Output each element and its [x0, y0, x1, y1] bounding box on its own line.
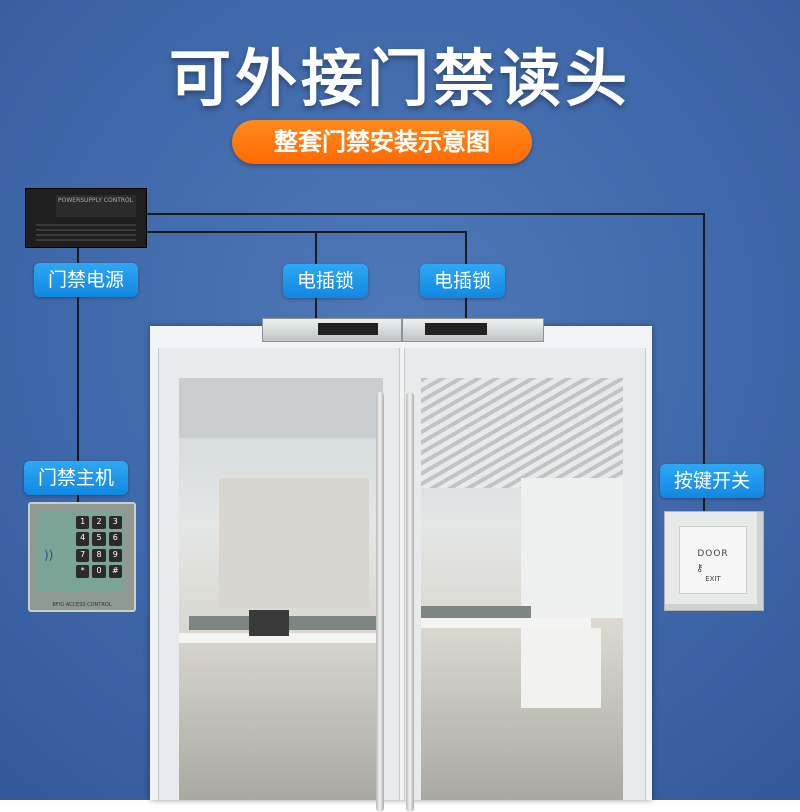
keypad-key: #: [108, 564, 122, 578]
access-control-keypad: )) 1 2 3 4 5 6 7 8 9 * 0 # RFID ACCESS C…: [28, 502, 136, 612]
exit-button: DOOR ⚷ EXIT: [679, 526, 747, 594]
keypad-key: 4: [76, 532, 90, 546]
keypad-key: 0: [92, 564, 106, 578]
key-icon: ⚷: [696, 563, 704, 574]
keypad-keys: 1 2 3 4 5 6 7 8 9 * 0 #: [76, 516, 122, 578]
keypad-brand: RFID ACCESS CONTROL: [52, 602, 112, 608]
door-glass-left: [179, 378, 383, 800]
keypad-key: 6: [108, 532, 122, 546]
page-title: 可外接门禁读头: [168, 42, 631, 115]
keypad-key: 1: [76, 516, 90, 530]
tag-electric-lock-left: 电插锁: [283, 264, 369, 298]
electric-lock-right: [402, 318, 544, 342]
exit-button-plate: DOOR ⚷ EXIT: [664, 511, 764, 611]
tag-access-controller: 门禁主机: [24, 461, 129, 495]
tag-exit-button: 按键开关: [660, 464, 765, 498]
power-box-label: POWERSUPPLY CONTROL: [56, 195, 136, 217]
keypad-key: 8: [92, 548, 106, 562]
door-handle-left: [376, 392, 384, 812]
rfid-icon: )): [44, 548, 54, 562]
tag-power-supply: 门禁电源: [34, 263, 139, 297]
glass-double-door: [150, 326, 652, 812]
exit-button-exit-text: EXIT: [705, 575, 721, 583]
door-leaf-right: [404, 348, 646, 800]
keypad-key: 9: [108, 548, 122, 562]
keypad-key: *: [76, 564, 90, 578]
door-glass-right: [421, 378, 623, 800]
electric-lock-left: [262, 318, 402, 342]
keypad-key: 2: [92, 516, 106, 530]
keypad-key: 3: [108, 516, 122, 530]
exit-button-door-text: DOOR: [697, 549, 729, 559]
wire-power-to-exit: [145, 213, 705, 512]
power-supply-box: POWERSUPPLY CONTROL: [25, 188, 147, 248]
keypad-key: 7: [76, 548, 90, 562]
keypad-key: 5: [92, 532, 106, 546]
power-box-vents: [36, 221, 136, 241]
door-handle-right: [406, 392, 414, 812]
door-leaf-left: [158, 348, 400, 800]
subtitle-pill: 整套门禁安装示意图: [232, 120, 532, 164]
tag-electric-lock-right: 电插锁: [420, 264, 506, 298]
